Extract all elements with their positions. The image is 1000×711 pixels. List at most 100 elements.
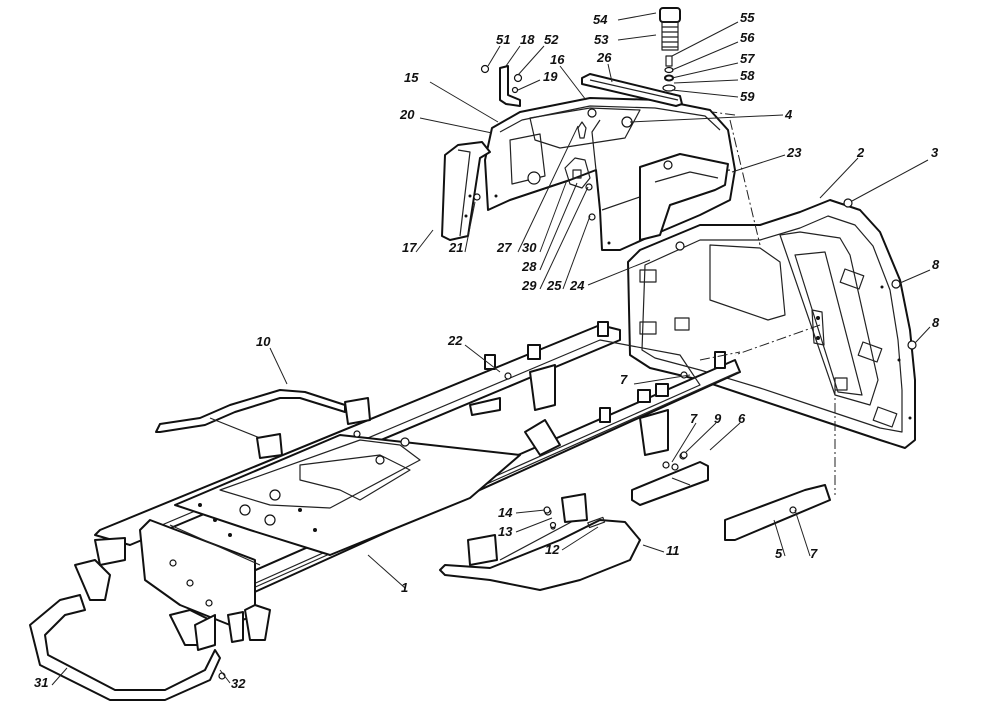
callout-56: 56 — [671, 30, 755, 71]
fasteners — [543, 198, 917, 529]
side-bracket-part — [441, 141, 491, 241]
callout-58: 58 — [673, 68, 755, 84]
svg-text:13: 13 — [498, 524, 513, 539]
svg-text:4: 4 — [784, 107, 793, 122]
callout-28: 28 — [521, 182, 578, 274]
svg-text:22: 22 — [447, 333, 463, 348]
callout-8-upper: 8 — [899, 257, 940, 284]
callout-21: 21 — [448, 201, 476, 255]
callout-8-lower: 8 — [914, 315, 940, 344]
callout-54: 54 — [593, 12, 657, 27]
svg-text:8: 8 — [932, 257, 940, 272]
seat-rail-part — [581, 73, 683, 107]
callout-25: 25 — [546, 215, 591, 293]
svg-text:7: 7 — [810, 546, 818, 561]
svg-text:57: 57 — [740, 51, 755, 66]
seat-bracket-part — [480, 64, 523, 107]
svg-text:21: 21 — [448, 240, 463, 255]
callout-4: 4 — [629, 107, 793, 123]
callout-18: 18 — [505, 32, 535, 67]
svg-text:7: 7 — [620, 372, 628, 387]
svg-text:16: 16 — [550, 52, 565, 67]
svg-text:32: 32 — [231, 676, 246, 691]
svg-text:11: 11 — [666, 543, 680, 558]
svg-text:59: 59 — [740, 89, 755, 104]
seat-spring-assembly-part — [659, 7, 681, 92]
callout-12: 12 — [545, 526, 599, 557]
svg-text:54: 54 — [593, 12, 608, 27]
svg-text:12: 12 — [545, 542, 560, 557]
callout-14: 14 — [498, 505, 546, 520]
svg-text:31: 31 — [34, 675, 48, 690]
svg-text:17: 17 — [402, 240, 417, 255]
left-footrest-part — [155, 389, 371, 459]
svg-text:26: 26 — [596, 50, 612, 65]
callout-19: 19 — [517, 69, 558, 91]
callout-6: 6 — [709, 411, 746, 451]
svg-text:3: 3 — [931, 145, 939, 160]
svg-text:18: 18 — [520, 32, 535, 47]
callout-9: 9 — [685, 411, 722, 453]
callout-20: 20 — [399, 107, 493, 134]
svg-text:6: 6 — [738, 411, 746, 426]
callout-55: 55 — [671, 10, 755, 57]
svg-text:10: 10 — [256, 334, 271, 349]
svg-text:15: 15 — [404, 70, 419, 85]
svg-text:25: 25 — [546, 278, 562, 293]
svg-text:28: 28 — [521, 259, 537, 274]
callout-32: 32 — [219, 669, 246, 691]
svg-text:7: 7 — [690, 411, 698, 426]
callout-7-middle: 7 — [671, 411, 698, 463]
callout-52: 52 — [517, 32, 559, 76]
callout-51: 51 — [487, 32, 510, 67]
callout-53: 53 — [594, 32, 657, 47]
assembly-lines — [699, 111, 836, 495]
callout-27: 27 — [496, 125, 579, 255]
callout-22: 22 — [447, 333, 501, 373]
callouts: 54 53 55 56 57 58 59 51 18 52 16 26 19 1… — [34, 10, 940, 691]
svg-text:1: 1 — [401, 580, 408, 595]
svg-text:2: 2 — [856, 145, 865, 160]
svg-text:29: 29 — [521, 278, 537, 293]
callout-59: 59 — [671, 89, 755, 104]
svg-text:52: 52 — [544, 32, 559, 47]
callout-15: 15 — [404, 70, 499, 123]
svg-text:24: 24 — [569, 278, 585, 293]
tank-bracket-part — [639, 153, 729, 251]
svg-text:9: 9 — [714, 411, 722, 426]
svg-text:8: 8 — [932, 315, 940, 330]
callout-23: 23 — [731, 145, 802, 173]
callout-57: 57 — [671, 51, 755, 79]
callout-26: 26 — [596, 50, 613, 83]
callout-10: 10 — [256, 334, 288, 385]
svg-text:58: 58 — [740, 68, 755, 83]
svg-text:5: 5 — [775, 546, 783, 561]
svg-text:53: 53 — [594, 32, 609, 47]
right-footrest-part — [439, 493, 641, 591]
callout-7-upper: 7 — [620, 372, 691, 387]
svg-text:27: 27 — [496, 240, 512, 255]
svg-text:14: 14 — [498, 505, 513, 520]
callout-3: 3 — [851, 145, 939, 202]
callout-24: 24 — [569, 259, 651, 293]
callout-1: 1 — [367, 554, 408, 595]
callout-17: 17 — [402, 229, 434, 255]
callout-13: 13 — [498, 517, 553, 539]
callout-7-lower: 7 — [794, 509, 818, 561]
callout-16: 16 — [550, 52, 587, 101]
callout-11: 11 — [642, 543, 680, 558]
main-frame-part — [74, 321, 741, 651]
svg-text:20: 20 — [399, 107, 415, 122]
svg-text:56: 56 — [740, 30, 755, 45]
svg-text:55: 55 — [740, 10, 755, 25]
callout-5: 5 — [773, 519, 786, 561]
rear-panel-part — [627, 199, 916, 449]
svg-text:19: 19 — [543, 69, 558, 84]
rear-bracket-part — [631, 452, 709, 506]
callout-31: 31 — [34, 667, 68, 690]
svg-text:30: 30 — [522, 240, 537, 255]
callout-29: 29 — [521, 186, 589, 293]
svg-text:23: 23 — [786, 145, 802, 160]
svg-text:51: 51 — [496, 32, 510, 47]
